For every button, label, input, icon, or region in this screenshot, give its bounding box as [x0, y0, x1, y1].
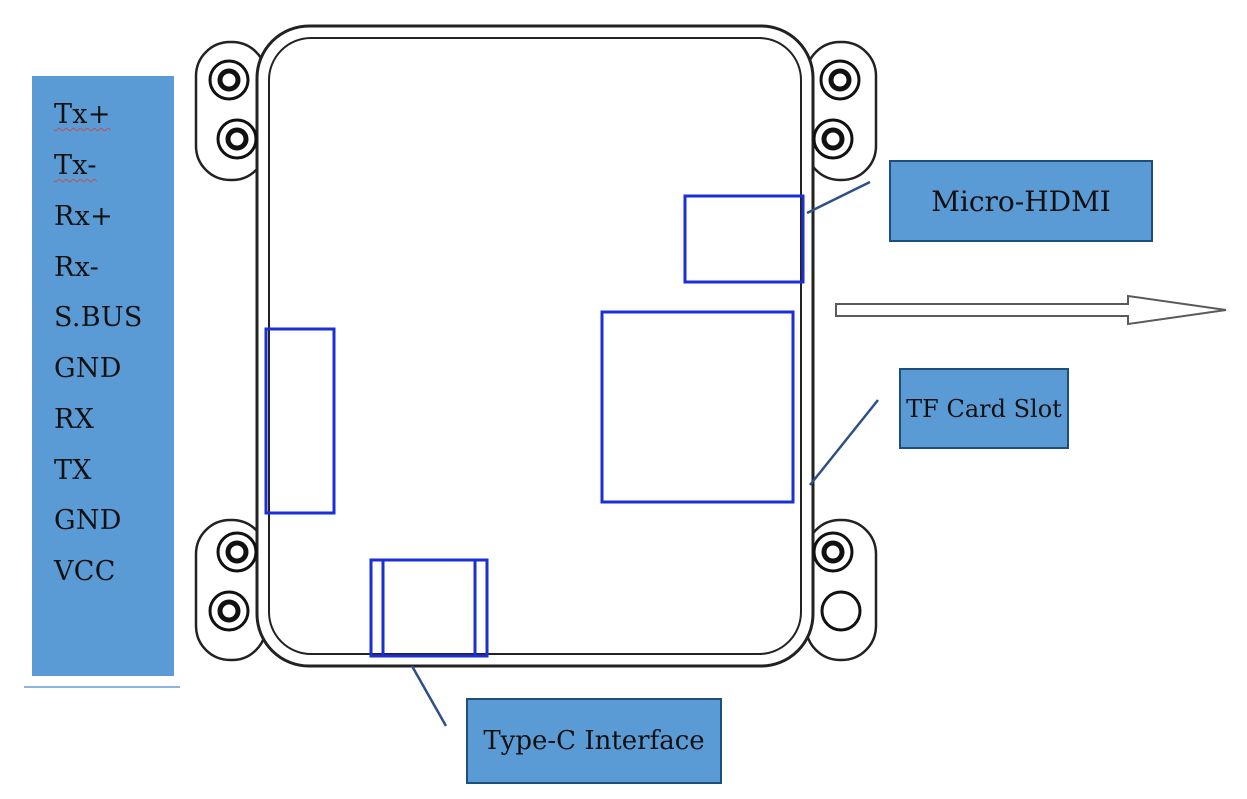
type-c-highlight: [369, 558, 489, 658]
pin-label-tx: TX: [54, 455, 92, 486]
pin-label-tx-plus: Tx+: [54, 99, 111, 130]
pin-label-gnd-2: GND: [54, 505, 122, 536]
pin-label-gnd-1: GND: [54, 353, 122, 384]
type-c-leader-line: [410, 665, 448, 727]
pin-label-tx-minus: Tx-: [54, 150, 97, 181]
type-c-interface-callout: Type-C Interface: [466, 698, 722, 784]
mount-ear-top-right: [804, 40, 878, 182]
tf-card-slot-highlight: [600, 310, 795, 504]
pin-label-rx-minus: Rx-: [54, 252, 100, 283]
mounting-hole: [208, 59, 862, 632]
pin-label-rx: RX: [54, 404, 95, 435]
board-inner-edge: [268, 37, 802, 655]
micro-hdmi-leader-line: [806, 180, 871, 215]
direction-arrow-icon: [835, 294, 1227, 326]
tf-card-slot-callout: TF Card Slot: [899, 368, 1069, 449]
pin-label-rx-plus: Rx+: [54, 201, 114, 232]
pinout-panel-fill: Tx+ Tx- Rx+ Rx- S.BUS GND RX TX GND VCC: [32, 76, 174, 676]
board-outer-edge: [255, 24, 815, 668]
micro-hdmi-highlight: [683, 194, 805, 284]
pin-label-sbus: S.BUS: [54, 302, 143, 333]
pinout-panel: Tx+ Tx- Rx+ Rx- S.BUS GND RX TX GND VCC: [24, 68, 180, 688]
pin-header-highlight: [264, 327, 336, 515]
micro-hdmi-callout: Micro-HDMI: [889, 160, 1153, 242]
tf-card-leader-line: [809, 399, 879, 486]
pin-label-vcc: VCC: [54, 556, 116, 587]
